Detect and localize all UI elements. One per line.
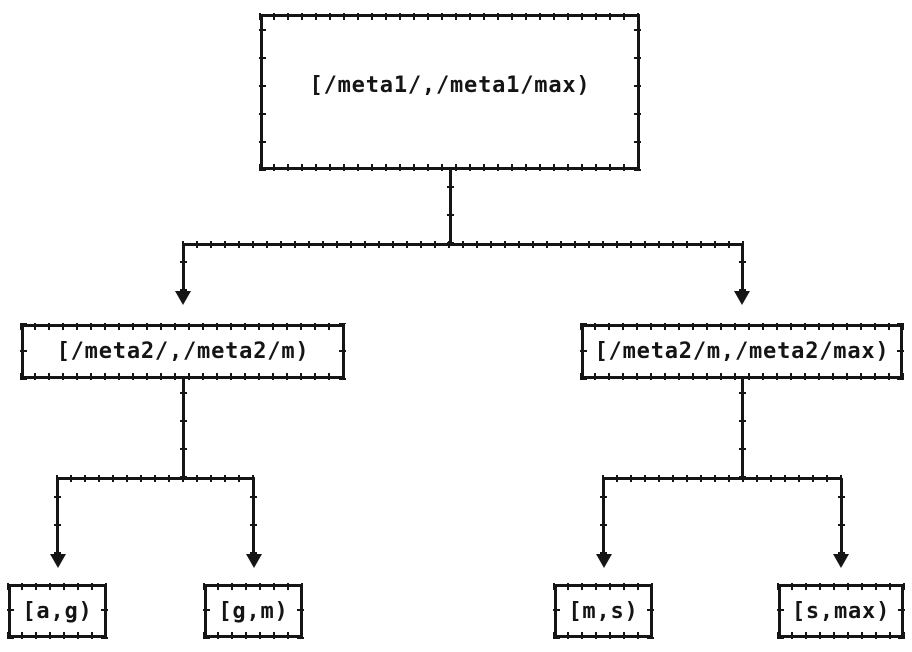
connector-left-drop-1 [54,478,61,554]
node-label: [/meta2/m,/meta2/max) [594,339,890,364]
node-leaf-s-max: [s,max) [777,583,905,639]
arrow-down-icon [833,554,849,568]
node-label: [s,max) [791,598,891,624]
connector-left-stem [179,379,187,478]
node-leaf-m-s: [m,s) [553,583,654,639]
arrow-down-icon [245,554,262,568]
connector-right-crossbar [602,474,842,482]
node-label: [/meta1/,/meta1/max) [309,72,591,98]
connector-left-drop-2 [250,478,257,554]
node-meta2-left-range: [/meta2/,/meta2/m) [20,323,346,380]
connector-right-stem [738,379,746,478]
node-meta2-right-range: [/meta2/m,/meta2/max) [580,323,904,380]
connector-right-drop-2 [837,478,845,554]
connector-root-drop-right [738,244,746,291]
arrow-down-icon [734,291,750,305]
arrow-down-icon [595,554,612,568]
connector-right-drop-1 [600,478,607,554]
connector-root-drop-left [179,244,187,291]
arrow-down-icon [175,291,191,305]
node-root-range: [/meta1/,/meta1/max) [259,13,641,171]
node-label: [/meta2/,/meta2/m) [56,339,310,364]
node-leaf-a-g: [a,g) [7,583,108,639]
node-label: [g,m) [218,598,289,624]
node-label: [m,s) [568,598,639,624]
connector-root-crossbar [181,240,744,248]
connector-root-stem [446,170,454,244]
arrow-down-icon [49,554,66,568]
connector-left-crossbar [56,474,255,482]
node-leaf-g-m: [g,m) [203,583,304,639]
node-label: [a,g) [22,598,93,624]
